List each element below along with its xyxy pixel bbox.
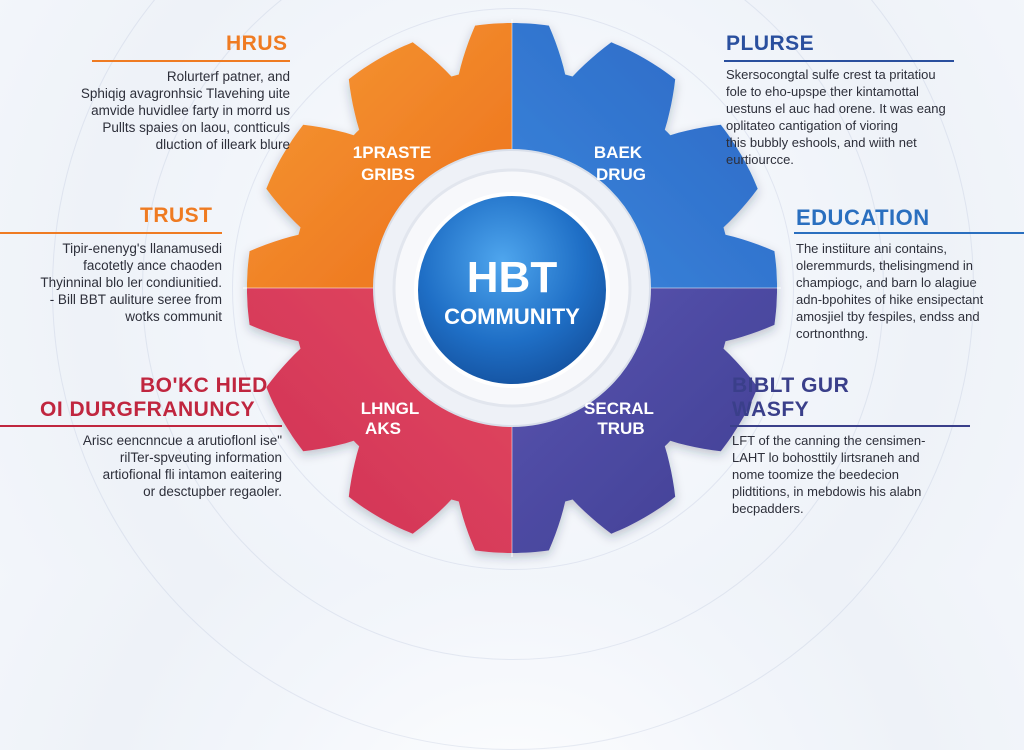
panel-bibltgur-title-2: WASFY xyxy=(732,398,810,421)
panel-hrus-line: amvide huvidlee farty in morrd us xyxy=(91,103,290,118)
panel-education-line: oleremmurds, thelisingmend in xyxy=(796,258,974,273)
panel-education-line: champiogc, and barn lo alagiue xyxy=(796,275,977,290)
segment-top-left-line2: GRIBS xyxy=(361,165,415,184)
panel-bibltgur-line: plidtitions, in mebdowis his alabn xyxy=(732,484,922,499)
panel-trust-line: wotks communit xyxy=(125,309,222,324)
panel-plurse-line: uestuns el auc had orene. It was eang xyxy=(726,101,946,116)
gear-segment-top-right xyxy=(512,23,777,288)
panel-trust-title: TRUST xyxy=(140,204,213,227)
panel-plurse-line: eurtiourcce. xyxy=(726,152,794,167)
panel-plurse-text: Skersocongtal sulfe crest ta pritatiou f… xyxy=(726,66,1006,168)
panel-bibltgur-text: LFT of the canning the censimen- LAHT lo… xyxy=(732,432,1002,517)
panel-bibltgur-line: becpadders. xyxy=(732,501,804,516)
panel-trust-line: Thyinninal blo ler condiunitied. xyxy=(40,275,222,290)
segment-top-right-line1: BAEK xyxy=(594,143,643,162)
panel-education-line: cortnonthng. xyxy=(796,326,869,341)
panel-bibltgur-line: LAHT lo bohosttily lirtsraneh and xyxy=(732,450,920,465)
gear-segment-top-left xyxy=(247,23,512,288)
segment-bottom-right-line2: TRUB xyxy=(597,419,644,438)
panel-hrus-line: Sphiqig avagronhsic Tlavehing uite xyxy=(80,86,290,101)
panel-bokc-line: Arisc eencnncue a arutioflonl ise" xyxy=(82,433,282,448)
panel-hrus-line: Pullts spaies on laou, contticuls xyxy=(102,120,290,135)
panel-hrus-title: HRUS xyxy=(226,32,288,55)
panel-hrus-rule xyxy=(92,60,290,62)
panel-trust-text: Tipir-enenyg's llanamusedi facotetly anc… xyxy=(0,240,222,325)
panel-trust-line: facotetly ance chaoden xyxy=(83,258,222,273)
panel-hrus-line: Rolurterf patner, and xyxy=(166,69,290,84)
panel-education-rule xyxy=(794,232,1024,234)
panel-bibltgur-line: LFT of the canning the censimen- xyxy=(732,433,926,448)
panel-hrus-text: Rolurterf patner, and Sphiqig avagronhsi… xyxy=(40,68,290,153)
panel-plurse-line: this bubbly eshools, and wiith net xyxy=(726,135,917,150)
segment-bottom-left-line1: LHNGL xyxy=(361,399,420,418)
gear-segment-bottom-left xyxy=(247,288,512,553)
panel-bokc-title-1: BO'KC HIED xyxy=(140,374,268,397)
panel-plurse-line: oplitateo cantigation of vioring xyxy=(726,118,899,133)
panel-plurse-line: Skersocongtal sulfe crest ta pritatiou xyxy=(726,67,936,82)
segment-top-left-line1: 1PRASTE xyxy=(353,143,431,162)
panel-education-line: amosjiel tby fespiles, endss and xyxy=(796,309,980,324)
segment-top-right-line2: DRUG xyxy=(596,165,646,184)
panel-plurse-rule xyxy=(724,60,954,62)
panel-bibltgur-title-1: BIBLT GUR xyxy=(732,374,850,397)
center-title: HBT xyxy=(467,253,558,302)
panel-trust-rule xyxy=(0,232,222,234)
panel-bokc-rule xyxy=(0,425,282,427)
panel-bokc-text: Arisc eencnncue a arutioflonl ise" rilTe… xyxy=(0,432,282,500)
panel-bokc-title-2: OI DURGFRANUNCY xyxy=(40,398,256,421)
panel-bokc-line: rilTer-spveuting information xyxy=(119,450,282,465)
panel-education-text: The instiiture ani contains, oleremmurds… xyxy=(796,240,1022,342)
panel-education-line: The instiiture ani contains, xyxy=(796,241,948,256)
panel-bibltgur-line: nome toomize the beedecion xyxy=(732,467,899,482)
panel-bokc-line: or desctupber regaoler. xyxy=(143,484,282,499)
segment-bottom-right-line1: SECRAL xyxy=(584,399,654,418)
panel-trust-line: Tipir-enenyg's llanamusedi xyxy=(62,241,222,256)
gear-segment-bottom-right xyxy=(512,288,777,553)
center-subtitle: COMMUNITY xyxy=(444,304,580,329)
panel-hrus-line: dluction of illeark blure xyxy=(155,137,290,152)
panel-bokc-line: artiofional fli intamon eaitering xyxy=(102,467,282,482)
gear-diagram: HBT COMMUNITY 1PRASTE GRIBS BAEK DRUG LH… xyxy=(243,19,781,557)
panel-education-title: EDUCATION xyxy=(796,205,930,230)
center-hub xyxy=(414,192,610,388)
panel-plurse-title: PLURSE xyxy=(726,32,815,55)
panel-bibltgur-rule xyxy=(730,425,970,427)
panel-trust-line: - Bill BBT auliture seree from xyxy=(49,292,222,307)
panel-education-line: adn-bpohites of hike ensipectant xyxy=(796,292,984,307)
panel-plurse-line: fole to eho-upspe ther kintamottal xyxy=(726,84,919,99)
segment-bottom-left-line2: AKS xyxy=(365,419,401,438)
